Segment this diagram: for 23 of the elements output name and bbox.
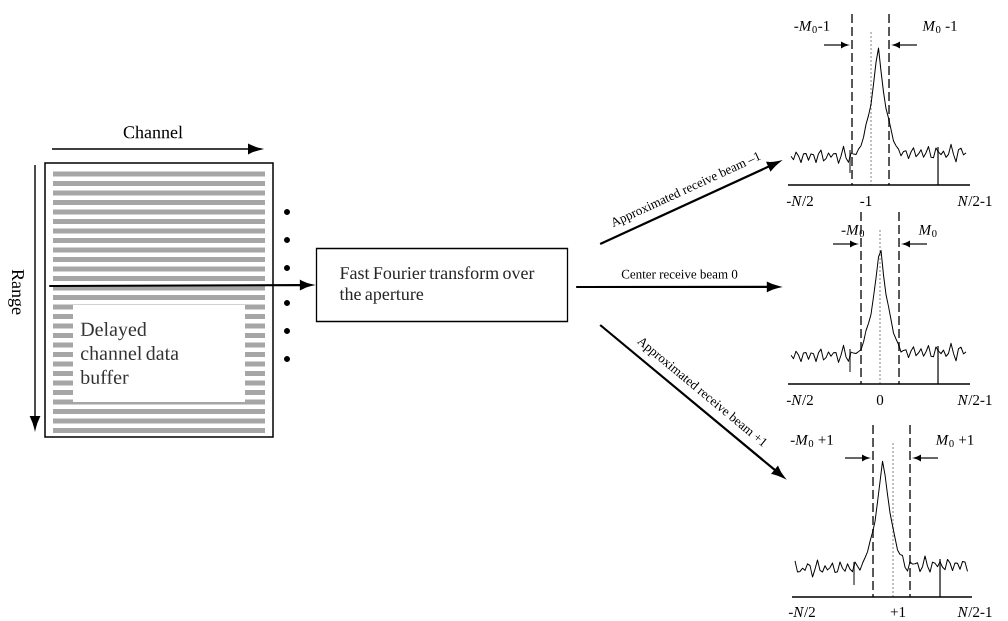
axis-label: Range [8,269,24,315]
arrow [599,324,785,478]
axis-label: -N/2 [788,606,815,618]
axis-label: N/2-1 [957,606,992,618]
process-box: Fast Fourier transform over the aperture [315,247,569,323]
axis-label: Channel [123,125,183,139]
arrow [49,280,313,290]
axis-label: N/2-1 [957,394,992,406]
axis-label: +1 [890,607,906,617]
axis-label: -N/2 [786,394,813,406]
dimension-label: -M$_{0}$ [841,224,865,238]
arrow [599,161,780,245]
dimension-label: -M$_{0}$ +1 [790,434,833,448]
dimension-label: -M$_{0}$-1 [794,20,830,34]
axis-label: -N/2 [786,195,813,207]
dimension-label: M$_{0}$ -1 [922,20,957,34]
edge-label: Center receive beam 0 [620,268,739,280]
dimension-label: M$_{0}$ [918,224,937,238]
axis-label: N/2-1 [957,195,992,207]
axis-label: -1 [860,196,872,206]
axis-label: 0 [876,394,884,406]
buffer-box: Delayed channel data buffer [44,162,274,438]
dimension-label: M$_{0}$ +1 [935,434,974,448]
